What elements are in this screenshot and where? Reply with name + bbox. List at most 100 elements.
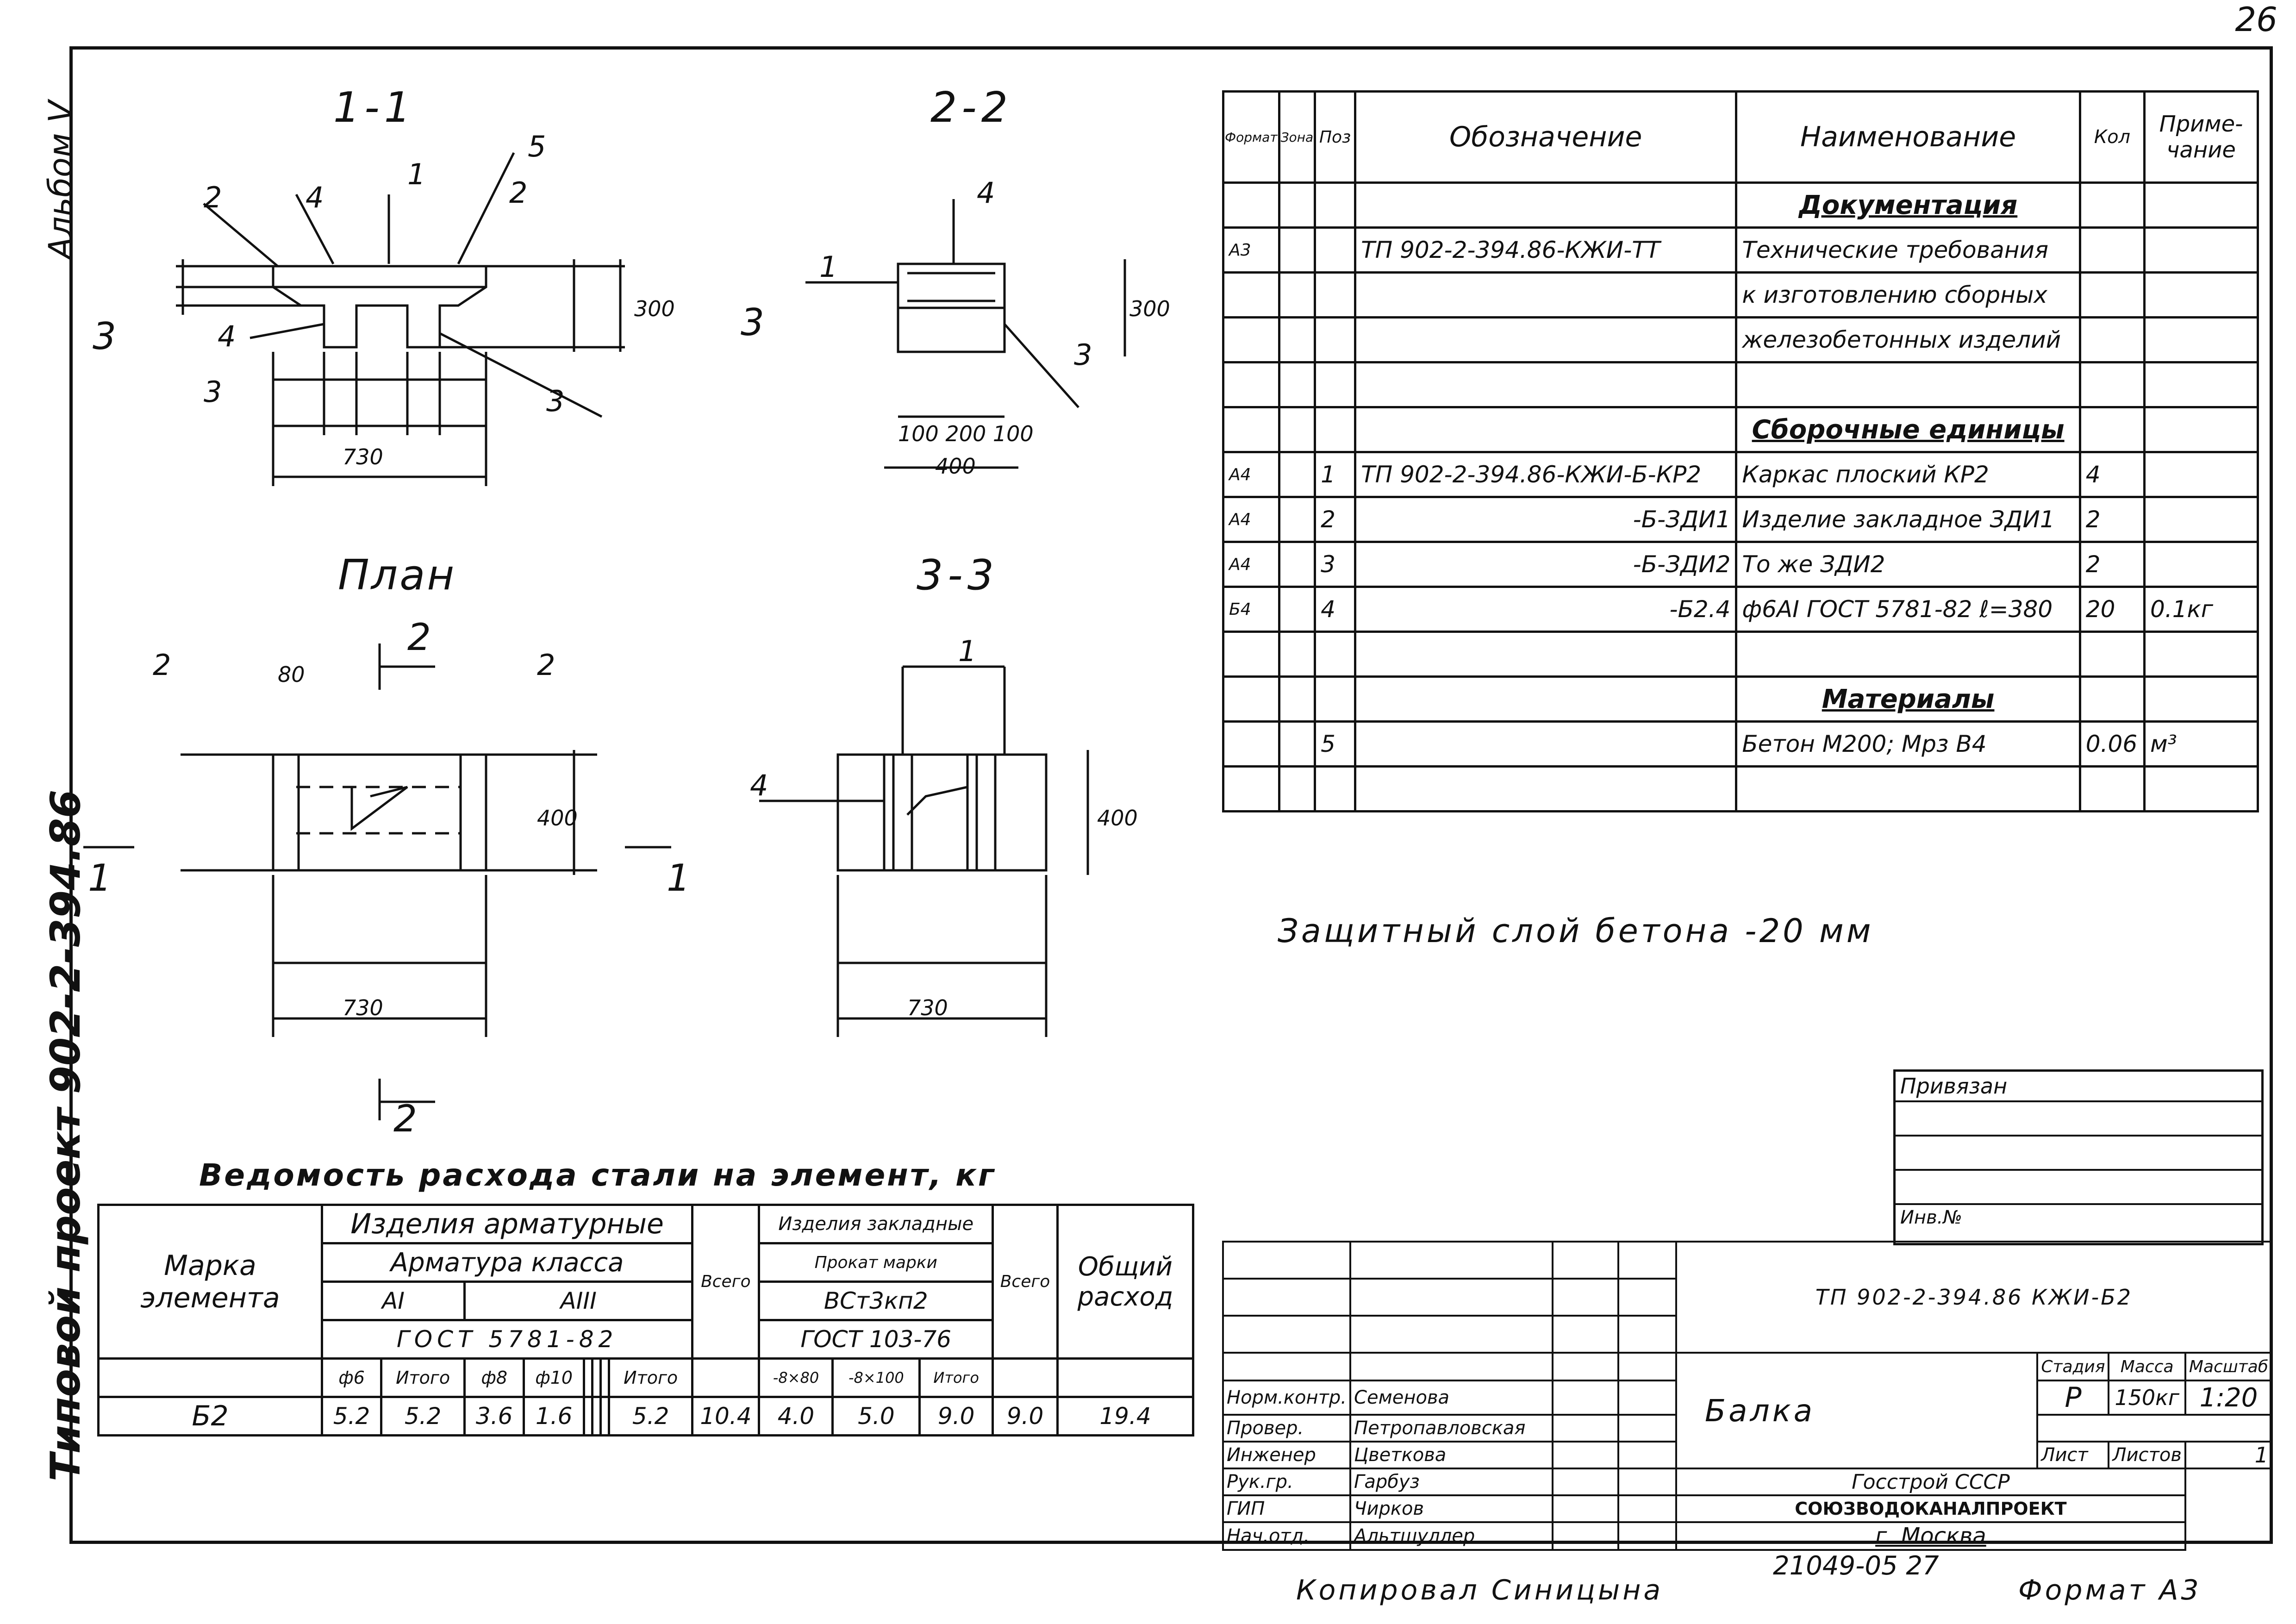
dim-300: 300	[1129, 296, 1170, 321]
spec-cell	[2078, 631, 2146, 678]
spec-cell: 4	[1314, 586, 1357, 633]
dim-730: 730	[343, 444, 383, 469]
spec-cell: А4	[1222, 496, 1280, 543]
spec-cell	[1278, 451, 1316, 498]
mark-header: Марка элемента	[97, 1204, 323, 1360]
spec-cell	[1354, 271, 1738, 319]
spec-cell: 4	[2078, 451, 2146, 498]
dim-730: 730	[907, 995, 948, 1020]
steel-cell: 9.0	[918, 1396, 994, 1437]
spec-cell	[1735, 631, 2081, 678]
spec-row: железобетонных изделий	[1222, 316, 2259, 363]
steel-cell	[1551, 1414, 1619, 1443]
spec-cell: -Б2.4	[1354, 586, 1738, 633]
spec-cell: Сборочные единицы	[1735, 406, 2081, 453]
spec-cell	[1354, 675, 1738, 723]
spec-cell	[1278, 720, 1316, 768]
title-block: ТП 902-2-394.86 КЖИ-Б2 Балка Стадия Масс…	[1222, 1241, 2273, 1551]
section-marker: 3	[93, 315, 116, 358]
spec-cell	[1278, 631, 1316, 678]
steel-cell	[1551, 1468, 1619, 1496]
stage-header: Стадия	[2036, 1352, 2110, 1381]
dim-300: 300	[634, 296, 675, 321]
steel-cell: Инженер	[1222, 1441, 1352, 1469]
pos-label: 1	[958, 634, 977, 668]
dim-400: 400	[1097, 806, 1138, 831]
vst-header: ВСт3кп2	[758, 1280, 994, 1321]
steel-table: Марка элемента Изделия арматурные Всего …	[97, 1204, 1194, 1437]
spec-row	[1222, 361, 2259, 408]
spec-row: к изготовлению сборных	[1222, 271, 2259, 319]
pos-label: 1	[407, 157, 426, 191]
steel-cell: 9.0	[992, 1396, 1059, 1437]
steel-cell	[1617, 1441, 1677, 1469]
spec-cell	[1314, 271, 1357, 319]
a3-header: АIII	[463, 1280, 694, 1321]
spec-cell	[1222, 316, 1280, 363]
steel-cell: Цветкова	[1349, 1441, 1554, 1469]
pos-label: 5	[528, 130, 546, 163]
plan-title: План	[338, 551, 456, 600]
section-3-3-drawing	[759, 665, 1089, 1037]
gost2-header: ГОСТ 103-76	[758, 1319, 994, 1360]
spec-cell: 0.1кг	[2143, 586, 2259, 633]
spec-cell: ТП 902-2-394.86-КЖИ-ТТ	[1354, 226, 1738, 274]
dim-400: 400	[537, 806, 578, 831]
section-marker: 1	[667, 856, 690, 899]
mass-header: Масса	[2108, 1352, 2186, 1381]
spec-cell	[1314, 316, 1357, 363]
section-marker: 1	[88, 856, 112, 899]
protective-layer-note: Защитный слой бетона -20 мм	[1278, 912, 1874, 950]
spec-cell	[1735, 765, 2081, 812]
spec-cell	[1354, 765, 1738, 812]
page-number: 26	[2235, 0, 2277, 39]
steel-cell	[691, 1357, 761, 1398]
spec-cell	[1314, 406, 1357, 453]
pos-label: 4	[306, 181, 324, 214]
section-1-1-drawing	[176, 152, 625, 486]
steel-cell	[1551, 1380, 1619, 1416]
spec-cell	[1278, 181, 1316, 229]
prokat-header: Прокат марки	[758, 1242, 994, 1283]
section-2-2-drawing	[805, 199, 1126, 469]
spec-cell: ф6АI ГОСТ 5781-82 ℓ=380	[1735, 586, 2081, 633]
spec-cell: ТП 902-2-394.86-КЖИ-Б-КР2	[1354, 451, 1738, 498]
scale-header: Масштаб	[2184, 1352, 2273, 1381]
steel-cell	[599, 1396, 611, 1437]
pos-label: 4	[977, 176, 995, 210]
spec-cell: -Б-ЗДИ1	[1354, 496, 1738, 543]
steel-cell: Госстрой СССР	[1675, 1468, 2186, 1496]
steel-cell: Чирков	[1349, 1494, 1554, 1523]
steel-cell: Семенова	[1349, 1380, 1554, 1416]
spec-cell	[2078, 181, 2146, 229]
spec-row	[1222, 631, 2259, 678]
steel-cell	[583, 1396, 594, 1437]
spec-cell	[2143, 406, 2259, 453]
spec-cell	[2143, 271, 2259, 319]
spec-cell	[2078, 361, 2146, 408]
spec-cell: Технические требования	[1735, 226, 2081, 274]
spec-cell	[1354, 720, 1738, 768]
steel-cell	[97, 1358, 323, 1398]
privyazan-label: Привязан	[1896, 1072, 2261, 1102]
col-header: Поз	[1314, 90, 1357, 184]
spec-cell	[2143, 181, 2259, 229]
gost1-header: ГОСТ 5781-82	[320, 1319, 694, 1360]
steel-cell: 1:20	[2184, 1380, 2273, 1416]
pos-label: 4	[218, 319, 236, 353]
section-3-3-title: 3-3	[917, 551, 998, 600]
steel-cell: ф10	[523, 1357, 586, 1398]
col-header: Наименование	[1735, 90, 2081, 184]
spec-cell	[1222, 181, 1280, 229]
total-header: Всего	[691, 1204, 761, 1360]
steel-cell: г. Москва	[1675, 1521, 2186, 1551]
spec-cell: 2	[2078, 496, 2146, 543]
spec-cell	[2143, 631, 2259, 678]
specification-table: Формат Зона Поз Обозначение Наименование…	[1222, 90, 2259, 812]
spec-cell: м³	[2143, 720, 2259, 768]
spec-cell	[1354, 406, 1738, 453]
spec-cell	[1278, 541, 1316, 588]
spec-cell: к изготовлению сборных	[1735, 271, 2081, 319]
